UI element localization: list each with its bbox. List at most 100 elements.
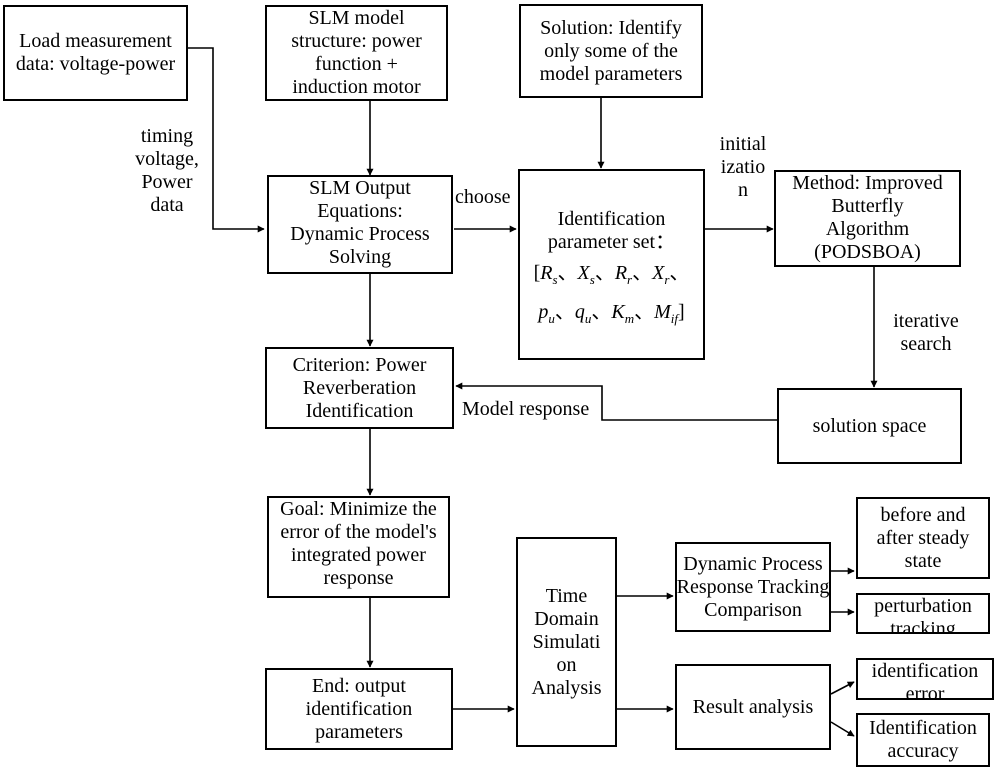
method-line: Method: Improved — [792, 172, 943, 194]
timing-line: voltage, — [135, 148, 199, 170]
model-response-label: Model response — [462, 398, 589, 421]
separator: 、 — [634, 300, 655, 323]
structure-line: induction motor — [292, 76, 421, 98]
edge-space-to-criterion — [455, 382, 777, 421]
goal-line: integrated power — [291, 544, 426, 566]
choose-label: choose — [455, 186, 511, 209]
sim-line: Domain — [534, 607, 599, 630]
perturbation-tracking-box: perturbation tracking — [856, 593, 990, 634]
edge-result-to-id-error — [830, 681, 855, 695]
steady-state-box: before and after steady state — [856, 497, 990, 579]
separator: 、 — [557, 261, 578, 284]
edge-result-to-id-acc — [830, 721, 855, 737]
result-analysis-box: Result analysis — [675, 664, 831, 750]
parameter-M-if: Mif — [654, 300, 678, 326]
separator: 、 — [591, 300, 612, 323]
load-line: Load measurement — [19, 30, 172, 52]
sim-line: Time — [545, 584, 588, 607]
goal-line: Goal: Minimize the — [280, 498, 437, 520]
method-line: Algorithm — [825, 218, 910, 240]
result-label: Result analysis — [692, 695, 814, 718]
perturb-line: perturbation — [874, 595, 972, 617]
solution-space-box: solution space — [777, 388, 962, 464]
id-error-line: identification — [871, 660, 979, 682]
parameter-R-s: Rs — [540, 261, 558, 287]
initialization-label: initial izatio n — [710, 133, 776, 202]
output-eq-line: Equations: — [317, 200, 403, 222]
timing-voltage-power-data-label: timing voltage, Power data — [126, 125, 208, 217]
structure-line: function + — [315, 53, 398, 75]
identification-accuracy-box: Identification accuracy — [856, 713, 990, 767]
parameter-list-row-2: pu、qu、Km、Mif] — [538, 301, 684, 330]
output-equations-box: SLM Output Equations: Dynamic Process So… — [267, 175, 453, 274]
iterative-line: search — [900, 333, 952, 355]
parameter-list-row-1: [Rs、Xs、Rr、Xr、 — [534, 262, 690, 291]
end-box: End: output identification parameters — [265, 668, 453, 750]
parameter-p-u: pu — [538, 300, 555, 326]
separator: 、 — [554, 300, 575, 323]
perturb-line: tracking — [890, 618, 956, 634]
structure-line: structure: power — [291, 30, 422, 52]
end-line: End: output — [312, 674, 406, 697]
separator: 、 — [669, 261, 690, 284]
bracket-close: ] — [677, 300, 685, 323]
parameter-R-r: Rr — [614, 261, 633, 287]
identification-error-box: identification error — [856, 658, 994, 700]
identification-parameter-set-box: Identification parameter set： [Rs、Xs、Rr、… — [518, 169, 705, 360]
solution-line: Solution: Identify — [540, 16, 682, 39]
tracking-line: Comparison — [704, 598, 802, 621]
end-line: identification — [305, 697, 413, 720]
separator: 、 — [632, 261, 653, 284]
criterion-box: Criterion: Power Reverberation Identific… — [265, 347, 454, 429]
steady-line: before and — [880, 503, 966, 526]
sim-line: on — [556, 653, 577, 676]
tracking-line: Response Tracking — [676, 575, 830, 598]
sim-line: Analysis — [531, 676, 602, 699]
id-acc-line: accuracy — [887, 740, 959, 762]
tracking-comparison-box: Dynamic Process Response Tracking Compar… — [675, 542, 831, 632]
steady-line: state — [904, 549, 942, 572]
goal-line: error of the model's — [280, 521, 437, 543]
separator: 、 — [594, 261, 615, 284]
criterion-line: Identification — [305, 399, 414, 422]
end-line: parameters — [315, 720, 403, 743]
time-domain-simulation-box: Time Domain Simulati on Analysis — [516, 537, 617, 747]
parameter-q-u: qu — [574, 300, 592, 326]
criterion-line: Criterion: Power — [292, 353, 427, 376]
init-line: izatio — [720, 156, 766, 178]
load-measurement-box: Load measurement data: voltage-power — [3, 5, 188, 101]
steady-line: after steady — [876, 526, 970, 549]
method-box: Method: Improved Butterfly Algorithm (PO… — [774, 170, 961, 267]
criterion-line: Reverberation — [302, 376, 417, 399]
id-set-subtitle: parameter set： — [547, 230, 676, 253]
init-line: initial — [719, 133, 767, 155]
load-line: data: voltage-power — [15, 53, 176, 75]
solution-space-label: solution space — [812, 414, 927, 437]
choose-text: choose — [455, 186, 511, 208]
init-line: n — [738, 179, 748, 201]
parameter-X-s: Xs — [577, 261, 595, 287]
edge-load-to-output-eq — [187, 47, 265, 233]
solution-line: model parameters — [539, 62, 683, 85]
tracking-line: Dynamic Process — [683, 552, 823, 575]
goal-box: Goal: Minimize the error of the model's … — [267, 496, 450, 598]
id-acc-line: Identification — [869, 717, 977, 739]
output-eq-line: Dynamic Process — [290, 223, 430, 245]
iterative-line: iterative — [893, 310, 959, 332]
iterative-search-label: iterative search — [884, 310, 968, 356]
timing-line: Power — [141, 171, 193, 193]
method-line: (PODSBOA) — [814, 241, 921, 263]
goal-line: response — [323, 567, 394, 589]
timing-line: data — [150, 194, 184, 216]
model-response-text: Model response — [462, 398, 590, 420]
parameter-K-m: Km — [611, 300, 635, 326]
id-set-title: Identification — [557, 207, 666, 230]
output-eq-line: Solving — [328, 246, 392, 268]
parameter-X-r: Xr — [652, 261, 670, 287]
structure-line: SLM model — [308, 7, 405, 29]
timing-line: timing — [140, 125, 194, 147]
sim-line: Simulati — [532, 630, 601, 653]
solution-box: Solution: Identify only some of the mode… — [519, 4, 703, 98]
